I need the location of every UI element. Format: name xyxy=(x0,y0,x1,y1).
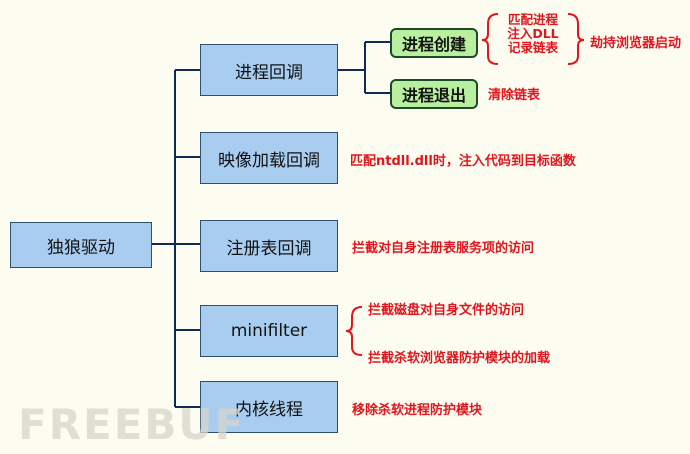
branch-process-callback: 进程回调 xyxy=(200,44,338,96)
create-notes: 匹配进程 注入DLL 记录链表 xyxy=(498,13,568,55)
note-minifilter-disk: 拦截磁盘对自身文件的访问 xyxy=(368,303,525,318)
node-process-exit: 进程退出 xyxy=(390,79,478,109)
branch-label: minifilter xyxy=(230,321,308,341)
note-registry: 拦截对自身注册表服务项的访问 xyxy=(352,241,535,256)
note-match-process: 匹配进程 xyxy=(507,12,558,27)
branch-label: 进程回调 xyxy=(235,62,303,83)
watermark-logo: FREEBUF xyxy=(18,400,246,449)
branch-registry-callback: 注册表回调 xyxy=(200,220,338,272)
note-clear-list: 清除链表 xyxy=(488,88,541,103)
node-label: 进程退出 xyxy=(401,86,466,105)
note-minifilter-module: 拦截杀软浏览器防护模块的加载 xyxy=(368,351,551,366)
branch-minifilter: minifilter xyxy=(200,305,338,357)
node-process-create: 进程创建 xyxy=(390,28,478,58)
node-label: 进程创建 xyxy=(401,35,466,54)
branch-image-load-callback: 映像加载回调 xyxy=(200,132,338,184)
branch-label: 内核线程 xyxy=(235,399,303,420)
note-image-load: 匹配ntdll.dll时，注入代码到目标函数 xyxy=(350,154,576,169)
note-hijack-browser: 劫持浏览器启动 xyxy=(590,36,682,51)
branch-kernel-thread: 内核线程 xyxy=(200,381,338,433)
branch-label: 注册表回调 xyxy=(226,238,312,259)
note-inject-dll: 注入DLL xyxy=(507,26,559,41)
note-record-list: 记录链表 xyxy=(507,40,558,55)
root-node: 独狼驱动 xyxy=(10,222,152,268)
branch-label: 映像加载回调 xyxy=(218,150,320,171)
root-label: 独狼驱动 xyxy=(47,237,115,258)
note-kernel-thread: 移除杀软进程防护模块 xyxy=(352,403,483,418)
